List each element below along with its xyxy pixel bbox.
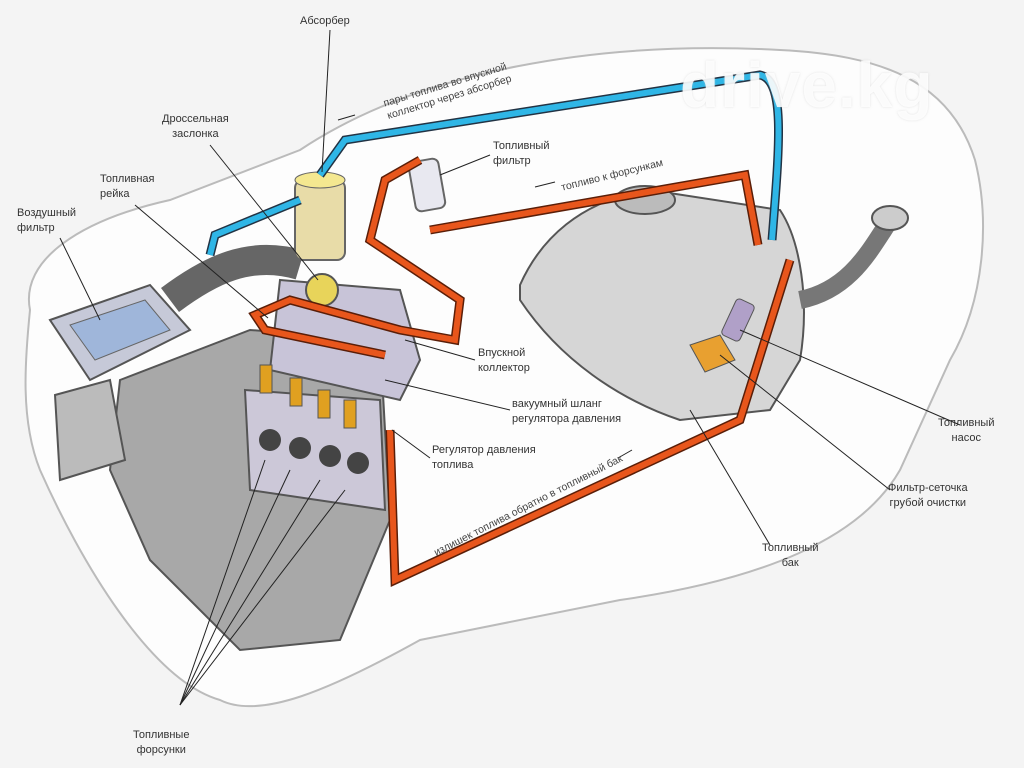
label-absorber: Абсорбер [300,15,350,27]
intake-manifold [268,278,422,402]
watermark: drive.kg [680,49,934,121]
absorber-canister [294,179,346,261]
fuel-injectors [259,364,357,429]
strainer [689,334,736,373]
fuel-filter [407,157,447,213]
filler-neck [797,215,898,309]
fuel-pump [721,298,755,342]
leader-lines [59,29,961,706]
